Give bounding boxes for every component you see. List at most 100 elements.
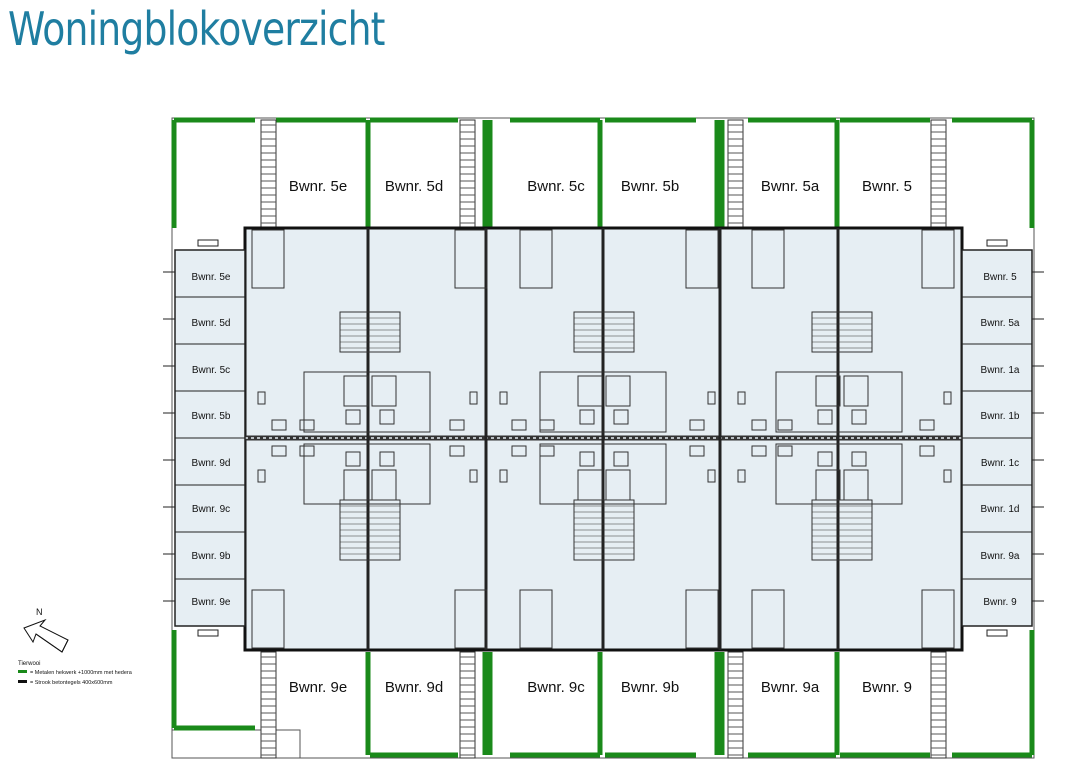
- cooktop-icon: [919, 419, 935, 431]
- storage-label-left: Bwnr. 5e: [192, 272, 231, 283]
- legend-title: Tierwooi: [18, 661, 40, 667]
- staircase: [339, 311, 401, 353]
- meter-icon: [707, 469, 716, 483]
- entrance-porch: [751, 589, 785, 649]
- unit-label-top: Bwnr. 5c: [527, 178, 585, 195]
- top-unit-labels: Bwnr. 5e Bwnr. 5d Bwnr. 5c Bwnr. 5b Bwnr…: [289, 178, 912, 195]
- sink-icon: [851, 451, 867, 467]
- cooktop-icon: [751, 419, 767, 431]
- unit-label-bottom: Bwnr. 9b: [621, 679, 679, 696]
- unit-label-bottom: Bwnr. 9c: [527, 679, 585, 696]
- cooktop-icon: [271, 419, 287, 431]
- toilet-icon: [843, 375, 869, 407]
- kitchen-zone: [539, 371, 667, 433]
- sink-icon: [579, 409, 595, 425]
- cooktop-icon: [449, 445, 465, 457]
- entrance-porch: [454, 229, 488, 289]
- sink-icon: [613, 409, 629, 425]
- path-strip: [260, 651, 277, 759]
- entrance-porch: [251, 589, 285, 649]
- kitchen-zone: [303, 371, 431, 433]
- garden-paths: [260, 119, 947, 759]
- kitchen-zone: [775, 443, 903, 505]
- unit-label-top: Bwnr. 5e: [289, 178, 347, 195]
- cooktop-icon: [299, 445, 315, 457]
- sink-icon: [379, 451, 395, 467]
- unit-label-top: Bwnr. 5d: [385, 178, 443, 195]
- cooktop-icon: [689, 445, 705, 457]
- unit-label-top: Bwnr. 5: [862, 178, 912, 195]
- cooktop-icon: [689, 419, 705, 431]
- cooktop-icon: [919, 445, 935, 457]
- bench-icon: [986, 239, 1008, 247]
- north-label: N: [36, 607, 43, 617]
- meter-icon: [257, 469, 266, 483]
- toilet-icon: [343, 469, 369, 501]
- kitchen-zone: [303, 443, 431, 505]
- unit-label-bottom: Bwnr. 9a: [761, 679, 820, 696]
- sink-icon: [817, 451, 833, 467]
- entrance-porch: [519, 589, 553, 649]
- sink-icon: [345, 409, 361, 425]
- storage-dividers: [163, 239, 1044, 637]
- storage-label-right: Bwnr. 1d: [981, 504, 1020, 515]
- unit-label-bottom: Bwnr. 9e: [289, 679, 347, 696]
- building: [243, 226, 964, 652]
- toilet-icon: [843, 469, 869, 501]
- legend-item: = Strook betontegels 400x600mm: [30, 680, 113, 686]
- storage-label-right: Bwnr. 5a: [981, 318, 1020, 329]
- entrance-porch: [921, 589, 955, 649]
- entrance-porch: [685, 589, 719, 649]
- entrance-porch: [519, 229, 553, 289]
- path-strip: [930, 651, 947, 759]
- toilet-icon: [577, 375, 603, 407]
- cooktop-icon: [299, 419, 315, 431]
- entrance-porch: [751, 229, 785, 289]
- sink-icon: [613, 451, 629, 467]
- unit-label-top: Bwnr. 5a: [761, 178, 820, 195]
- toilet-icon: [371, 375, 397, 407]
- sink-icon: [379, 409, 395, 425]
- meter-icon: [737, 391, 746, 405]
- unit-label-bottom: Bwnr. 9: [862, 679, 912, 696]
- cooktop-icon: [539, 445, 555, 457]
- meter-icon: [737, 469, 746, 483]
- meter-icon: [469, 469, 478, 483]
- meter-icon: [469, 391, 478, 405]
- cooktop-icon: [511, 419, 527, 431]
- staircase: [811, 311, 873, 353]
- storage-label-left: Bwnr. 5c: [192, 365, 230, 376]
- storage-label-right: Bwnr. 9a: [981, 551, 1020, 562]
- sink-icon: [817, 409, 833, 425]
- cooktop-icon: [449, 419, 465, 431]
- bottom-unit-labels: Bwnr. 9e Bwnr. 9d Bwnr. 9c Bwnr. 9b Bwnr…: [289, 679, 912, 696]
- sink-icon: [851, 409, 867, 425]
- bench-icon: [197, 239, 219, 247]
- legend: Tierwooi = Metalen hekwerk +1000mm met h…: [18, 661, 133, 686]
- toilet-icon: [605, 469, 631, 501]
- cooktop-icon: [271, 445, 287, 457]
- bench-icon: [986, 629, 1008, 637]
- toilet-icon: [371, 469, 397, 501]
- entrance-porch: [454, 589, 488, 649]
- kitchen-zone: [539, 443, 667, 505]
- bench-icon: [197, 629, 219, 637]
- storage-label-right: Bwnr. 1b: [981, 411, 1020, 422]
- north-arrow-icon: N: [23, 607, 69, 653]
- entrance-porch: [685, 229, 719, 289]
- storage-label-left: Bwnr. 5b: [192, 411, 231, 422]
- toilet-icon: [815, 375, 841, 407]
- cooktop-icon: [539, 419, 555, 431]
- page-title: Woningblokoverzicht: [8, 2, 385, 56]
- path-strip: [727, 651, 744, 759]
- meter-icon: [499, 469, 508, 483]
- unit-label-bottom: Bwnr. 9d: [385, 679, 443, 696]
- storage-label-right: Bwnr. 5: [983, 272, 1017, 283]
- storage-label-right: Bwnr. 1a: [981, 365, 1020, 376]
- cooktop-icon: [777, 445, 793, 457]
- staircase: [573, 311, 635, 353]
- toilet-icon: [605, 375, 631, 407]
- cooktop-icon: [511, 445, 527, 457]
- meter-icon: [499, 391, 508, 405]
